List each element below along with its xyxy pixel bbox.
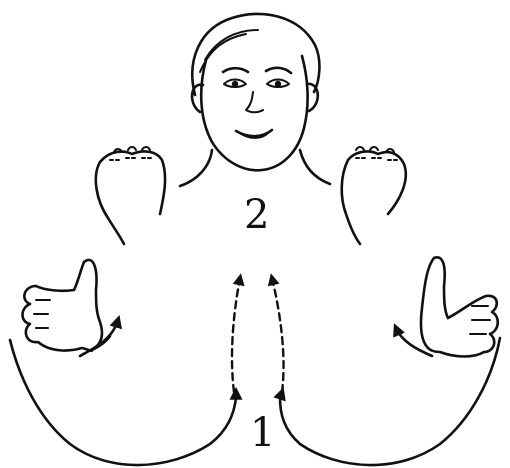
right-arm-arrowhead [280,392,282,398]
right-upward-dashed-arrow [272,278,284,392]
step-2-label: 2 [244,192,269,238]
left-fist-upper [96,147,165,244]
motion-arrows [80,278,432,398]
left-rotation-arrow [80,320,118,356]
left-upward-dashed-arrow [232,278,240,392]
left-thumb-hand-lower [23,260,111,351]
right-thumb-hand-lower [421,257,498,356]
step-1-label: 1 [250,410,275,456]
right-fist-upper [342,147,406,244]
left-arm-curve [10,340,236,465]
person-head [180,14,330,186]
right-rotation-arrow [396,328,432,356]
